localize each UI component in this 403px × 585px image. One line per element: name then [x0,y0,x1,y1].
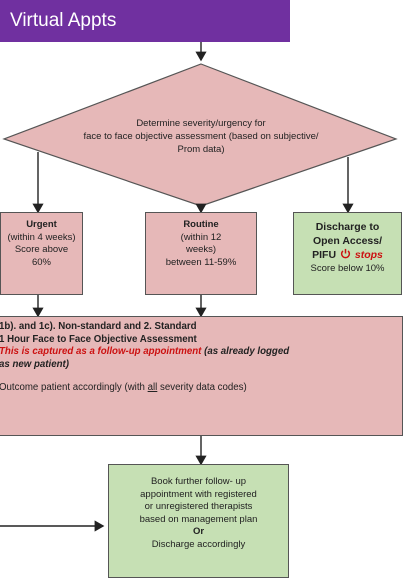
power-icon [340,248,351,259]
discharge-title: Open Access/ [312,235,383,247]
outcome-all: all [147,382,158,393]
followup-line: appointment with registered [140,488,257,500]
pifu-label: PIFU [312,249,337,261]
followup-line: Book further follow- up [150,476,247,487]
followup-or: Or [192,526,205,537]
urgent-line: Score above [14,244,69,255]
assessment-note: This is captured as a follow-up appointm… [0,346,402,359]
assessment-box: 1b). and 1c). Non-standard and 2. Standa… [0,316,403,436]
outcome-line: Outcome patient accordingly (with all se… [0,382,402,395]
discharge-score: Score below 10% [310,263,385,274]
followup-note: This is captured as a follow-up appointm… [0,346,202,357]
header-title: Virtual Appts [10,10,117,31]
routine-line: between 11-59% [165,256,237,268]
routine-line: (within 12 [180,231,222,243]
urgent-line: 60% [31,256,51,268]
routine-box: Routine (within 12 weeks) between 11-59% [145,212,257,295]
followup-line: Discharge accordingly [151,538,246,550]
pifu-line: PIFU stops [294,248,401,262]
discharge-box: Discharge to Open Access/ PIFU stops Sco… [293,212,402,295]
routine-title: Routine [183,219,219,230]
followup-line: or unregistered therapists [144,501,253,512]
urgent-line: (within 4 weeks) [7,231,76,243]
discharge-title: Discharge to [315,221,380,233]
logged-note: as new patient) [0,358,69,370]
urgent-title: Urgent [26,219,57,230]
followup-box: Book further follow- up appointment with… [108,464,289,578]
decision-text: Determine severity/urgency for face to f… [78,117,324,156]
decision-line: face to face objective assessment (based… [83,131,319,142]
outcome-text: severity data codes) [160,382,247,393]
assessment-heading: 1b). and 1c). Non-standard and 2. Standa… [0,321,197,332]
decision-line: Determine severity/urgency for [136,118,266,129]
outcome-text: Outcome patient accordingly (with [0,382,145,393]
header-bar: Virtual Appts [0,0,290,42]
decision-line: Prom data) [177,144,225,155]
routine-line: weeks) [185,244,217,255]
logged-note: (as already logged [204,346,290,357]
assessment-heading: 1 Hour Face to Face Objective Assessment [0,333,197,345]
stops-label: stops [354,249,383,261]
urgent-box: Urgent (within 4 weeks) Score above 60% [0,212,83,295]
followup-line: based on management plan [139,513,258,525]
